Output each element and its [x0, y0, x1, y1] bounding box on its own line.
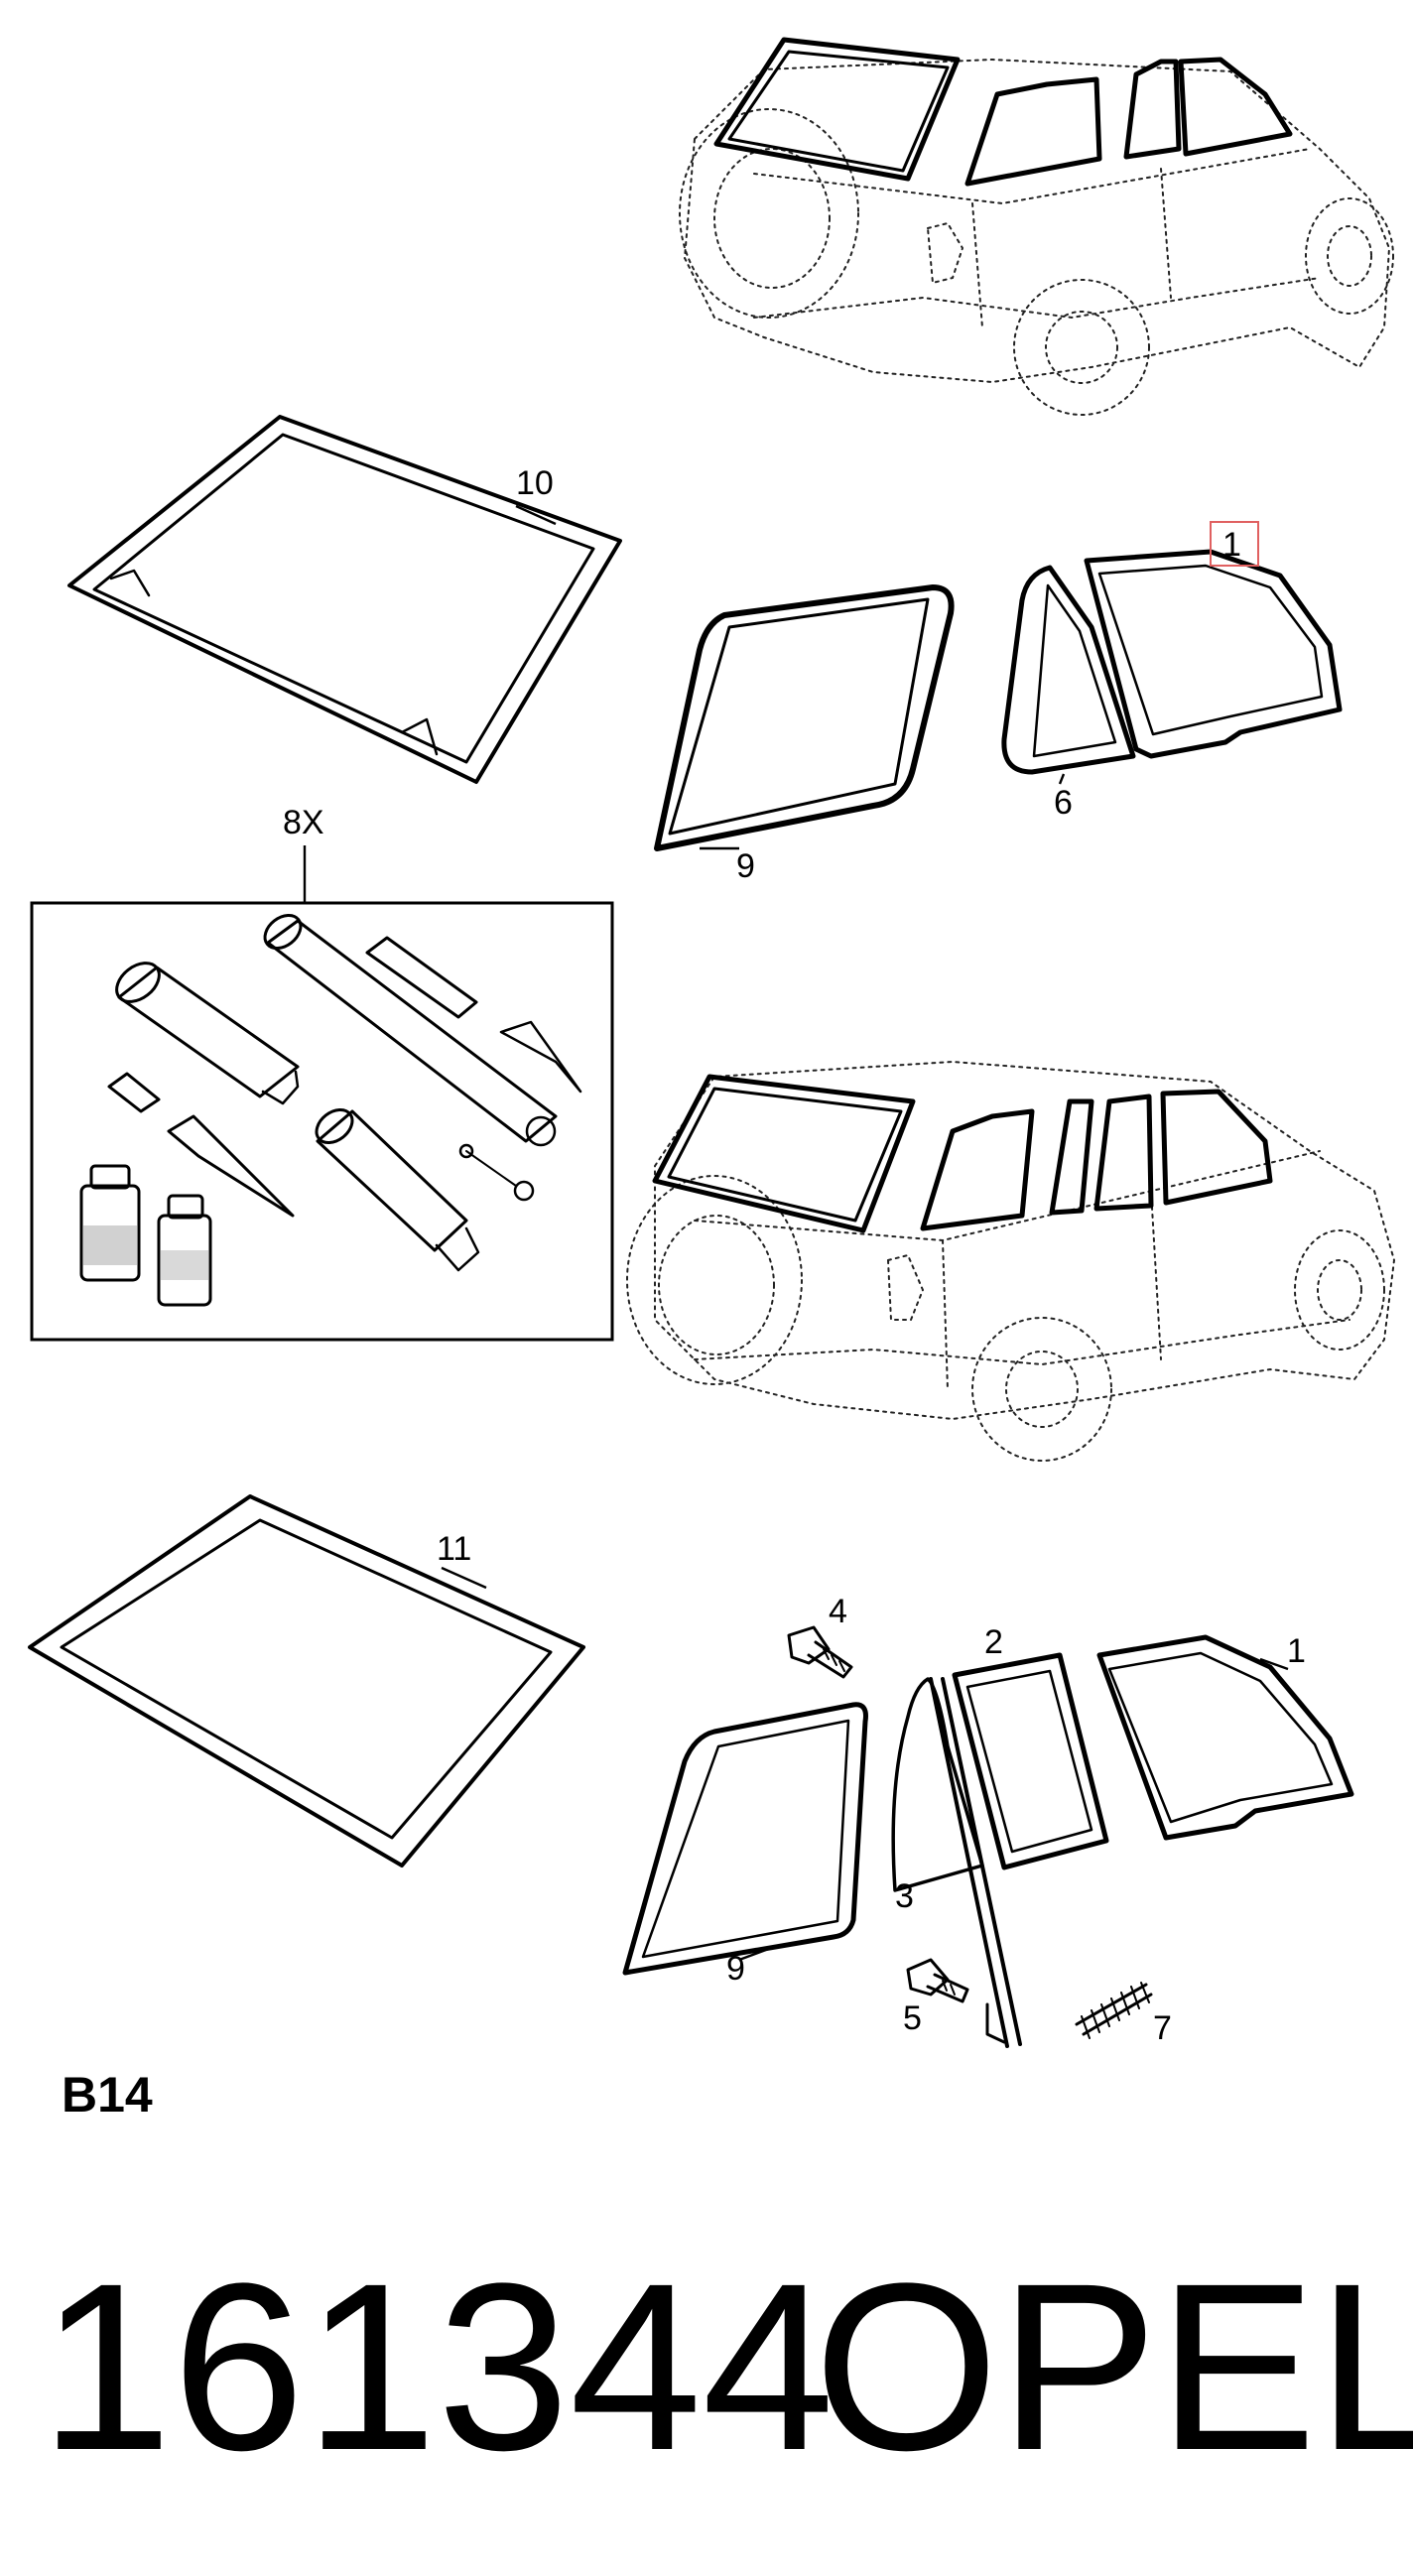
- part-9-quarter-glass-top: [654, 584, 955, 851]
- part-11-rear-window: [28, 1494, 585, 1868]
- part-6-vent-glass-top: [1001, 565, 1136, 785]
- callout-1-bottom: 1: [1287, 1632, 1306, 1670]
- callout-5: 5: [903, 1999, 922, 2037]
- callout-9-top: 9: [736, 847, 755, 885]
- vehicle-middle-illustration: [626, 1060, 1396, 1462]
- callout-1-top: 1: [1222, 526, 1241, 564]
- callout-7: 7: [1153, 2009, 1172, 2047]
- adhesive-kit-contents: [79, 913, 582, 1307]
- vehicle-top-illustration: [679, 37, 1394, 416]
- bolt-5: [906, 1958, 969, 2003]
- part-7-clip-strip: [1075, 1982, 1153, 2039]
- callout-2: 2: [984, 1623, 1003, 1661]
- part-1-door-glass-top: [1084, 549, 1343, 759]
- callout-4: 4: [829, 1593, 847, 1630]
- part-3-division-channel: [891, 1677, 1022, 2048]
- highlight-box: [1210, 521, 1259, 567]
- part-2-fixed-glass: [952, 1652, 1109, 1870]
- part-1-door-glass-bottom: [1096, 1634, 1354, 1841]
- part-9-quarter-glass-bottom: [622, 1702, 868, 1976]
- callout-9-bottom: 9: [726, 1950, 745, 1988]
- part-10-rear-window: [67, 415, 622, 784]
- callout-6: 6: [1054, 784, 1073, 822]
- callout-8x: 8X: [283, 804, 324, 841]
- adhesive-kit-box: [30, 901, 614, 1342]
- callout-3: 3: [895, 1877, 914, 1915]
- callout-10: 10: [516, 464, 554, 502]
- part-number: 161344: [40, 2234, 835, 2500]
- bolt-4: [787, 1625, 853, 1679]
- callout-11: 11: [437, 1530, 471, 1568]
- brand-name: OPEL: [814, 2234, 1413, 2500]
- section-code: B14: [62, 2067, 153, 2123]
